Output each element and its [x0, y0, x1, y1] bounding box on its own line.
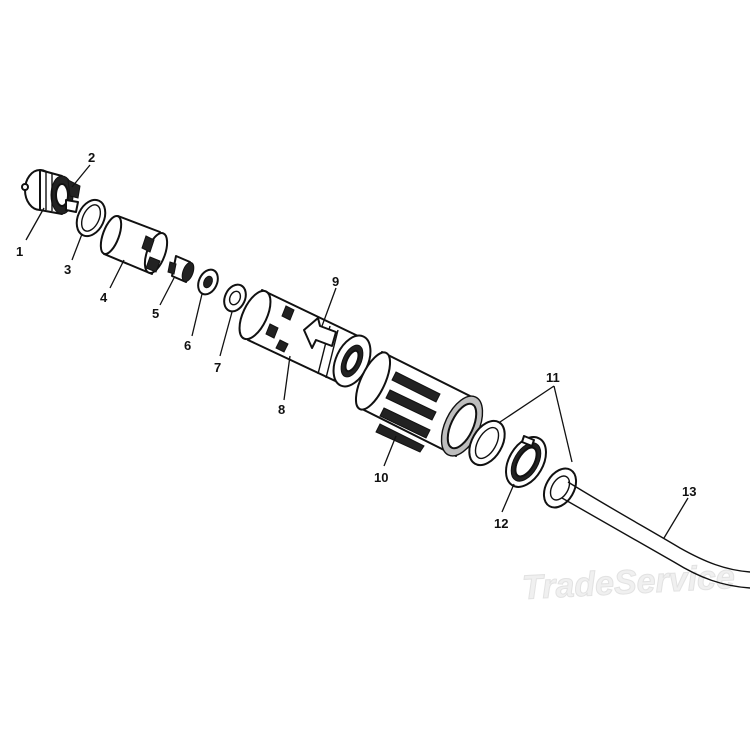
part-10-coupling-nut — [354, 351, 484, 457]
part-6-washer — [197, 268, 219, 296]
leader-5 — [159, 277, 175, 306]
leader-8 — [283, 355, 291, 401]
leader-3 — [71, 233, 83, 261]
callout-9: 9 — [332, 274, 339, 289]
part-11-o-ring-a — [468, 419, 506, 467]
watermark-text: TradeService — [521, 558, 736, 607]
callout-5: 5 — [152, 306, 159, 321]
callout-3: 3 — [64, 262, 71, 277]
leader-11b — [553, 385, 573, 463]
callout-6: 6 — [184, 338, 191, 353]
leader-9 — [321, 287, 337, 327]
leader-6 — [191, 293, 203, 337]
callout-1: 1 — [16, 244, 23, 259]
part-3-o-ring — [75, 198, 107, 238]
callout-12: 12 — [494, 516, 508, 531]
part-2-clip — [65, 179, 81, 213]
callout-4: 4 — [100, 290, 108, 305]
callout-10: 10 — [374, 470, 388, 485]
flow-arrow-icon — [303, 317, 337, 349]
part-5-bushing — [167, 255, 195, 283]
leader-2 — [71, 164, 91, 188]
leader-7 — [219, 311, 233, 357]
part-11-o-ring-b — [542, 467, 578, 509]
leader-11a — [499, 385, 555, 423]
part-4-slotted-sleeve — [99, 215, 169, 275]
leader-10 — [383, 435, 397, 467]
callout-8: 8 — [278, 402, 285, 417]
callout-13: 13 — [682, 484, 696, 499]
leader-13 — [663, 497, 689, 539]
leader-1 — [25, 207, 45, 241]
leader-lines — [25, 164, 689, 539]
callout-7: 7 — [214, 360, 221, 375]
callout-labels: 1 2 3 4 5 6 7 8 9 10 11 12 13 — [16, 150, 696, 531]
part-13-hose — [561, 481, 750, 589]
part-7-washer — [223, 283, 247, 313]
part-12-collet-ring — [505, 435, 547, 488]
callout-11: 11 — [546, 370, 560, 385]
leader-4 — [109, 259, 125, 289]
callout-2: 2 — [88, 150, 95, 165]
part-8-spline-adapter — [238, 289, 372, 388]
leader-12 — [501, 483, 515, 513]
